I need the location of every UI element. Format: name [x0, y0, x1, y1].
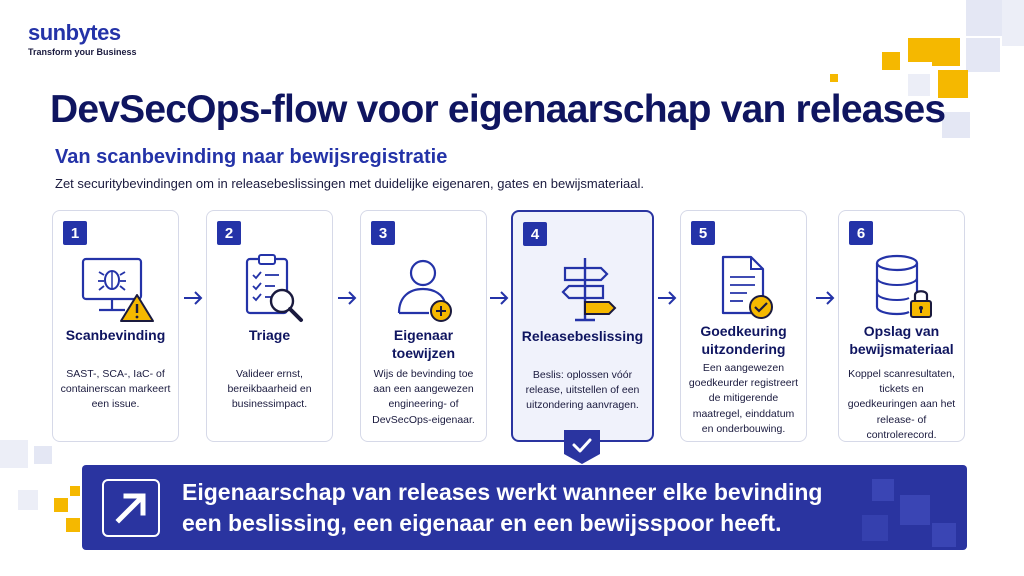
step-description: SAST-, SCA-, IaC- of containerscan marke…: [60, 368, 171, 411]
step-description: Koppel scanresultaten, tickets en goedke…: [847, 368, 956, 441]
key-message-line-1: Eigenaarschap van releases werkt wanneer…: [182, 479, 823, 505]
page-intro: Zet securitybevindingen om in releasebes…: [55, 176, 644, 191]
step-number: 1: [63, 221, 87, 245]
decorative-squares-left: [0, 420, 90, 560]
step-number: 2: [217, 221, 241, 245]
brand-name: sunbytes: [28, 20, 121, 45]
flow-arrow-icon: [338, 291, 357, 305]
step-title: Triage: [248, 327, 291, 343]
monitor-bug-warning-icon: [81, 257, 154, 322]
step-number: 5: [691, 221, 715, 245]
flow-arrow-icon: [490, 291, 509, 305]
user-add-icon: [397, 259, 452, 322]
step-description: Een aangewezen goedkeurder registreert d…: [688, 362, 799, 435]
step-card-triage: 2 Triage Valideer ernst, bereikbaarheid …: [206, 210, 333, 442]
step-title: Opslag van bewijsmateriaal: [849, 323, 954, 357]
step-card-eigenaar-toewijzen: 3 Eigenaar toewijzen Wijs de bevinding t…: [360, 210, 487, 442]
step-number: 6: [849, 221, 873, 245]
step-card-goedkeuring-uitzondering: 5 Goedkeuring uitzondering Een aangeweze…: [680, 210, 807, 442]
document-check-icon: [721, 255, 773, 319]
brand-tagline: Transform your Business: [28, 47, 137, 57]
step-title: Scanbevinding: [65, 327, 166, 343]
arrow-up-right-icon: [102, 479, 160, 537]
flow-arrow-icon: [658, 291, 677, 305]
brand-logo: sunbytes Transform your Business: [28, 20, 137, 58]
key-message-line-2: een beslissing, een eigenaar en een bewi…: [182, 510, 782, 537]
page-subtitle: Van scanbevinding naar bewijsregistratie: [55, 146, 448, 168]
step-number: 3: [371, 221, 395, 245]
database-lock-icon: [875, 254, 932, 318]
flow-arrow-icon: [184, 291, 203, 305]
signpost-icon: [561, 258, 617, 322]
step-card-scanbevinding: 1 Scanbevinding SAST-, SCA-, IaC- of con…: [52, 210, 179, 442]
step-card-releasebeslissing: 4 Releasebeslissing Beslis: oplossen vóó…: [511, 210, 654, 442]
key-message-banner: Eigenaarschap van releases werkt wanneer…: [82, 465, 967, 550]
step-title: Releasebeslissing: [521, 328, 644, 344]
flow-arrow-icon: [816, 291, 835, 305]
step-number: 4: [523, 222, 547, 246]
step-title: Eigenaar toewijzen: [391, 327, 455, 361]
clipboard-magnifier-icon: [245, 254, 303, 322]
decorative-squares-top-right: [820, 0, 1024, 150]
page-title: DevSecOps-flow voor eigenaarschap van re…: [50, 88, 946, 131]
step-title: Goedkeuring uitzondering: [700, 323, 787, 357]
step-description: Beslis: oplossen vóór release, uitstelle…: [525, 369, 640, 412]
step-card-opslag-bewijsmateriaal: 6 Opslag van bewijsmateriaal Koppel scan…: [838, 210, 965, 442]
step-description: Valideer ernst, bereikbaarheid en busine…: [227, 368, 312, 411]
checkmark-badge-icon: [564, 430, 600, 464]
step-description: Wijs de bevinding toe aan een aangewezen…: [372, 368, 475, 426]
key-message-text: Eigenaarschap van releases werkt wanneer…: [182, 477, 822, 539]
